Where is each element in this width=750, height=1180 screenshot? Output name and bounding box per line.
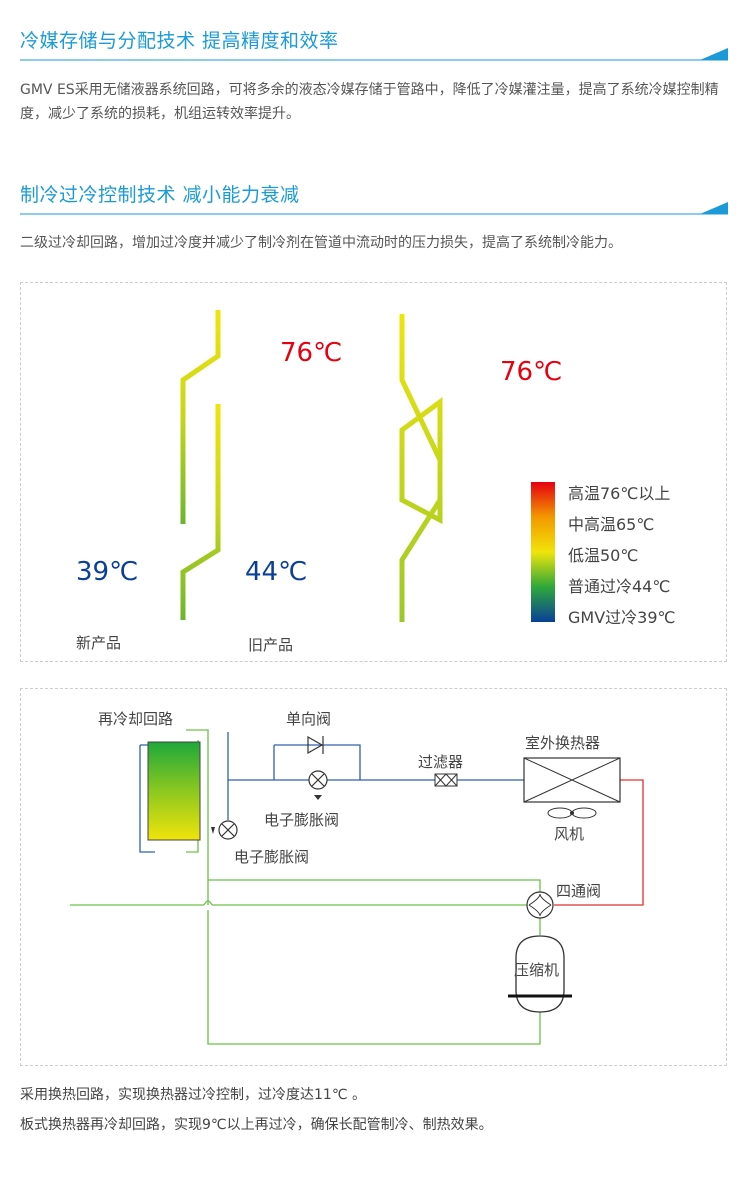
four-way-valve-icon: [526, 891, 554, 919]
circuit-diagram-box: [20, 688, 727, 1066]
electronic-expansion-valve-icon: [308, 770, 328, 800]
footer-line-2: 板式换热器再冷却回路，实现9℃以上再过冷，确保长配管制冷、制热效果。: [20, 1117, 493, 1133]
legend-item: 低温50℃: [568, 546, 639, 565]
outdoor-hx-label: 室外换热器: [525, 734, 601, 752]
check-valve-label: 单向阀: [286, 710, 332, 728]
new-product-temp-low: 39℃: [76, 557, 139, 587]
fan-label: 风机: [554, 825, 585, 843]
section2-divider: [20, 202, 728, 215]
section2-title: 制冷过冷控制技术 减小能力衰减: [20, 184, 300, 206]
legend-item: GMV过冷39℃: [568, 608, 676, 627]
new-product-label: 新产品: [76, 634, 122, 652]
legend-item: 高温76℃以上: [568, 484, 671, 503]
fan-icon: [547, 807, 597, 819]
filter-label: 过滤器: [418, 753, 464, 771]
eev1-label: 电子膨胀阀: [264, 811, 340, 829]
filter-icon: [434, 773, 458, 787]
legend-item: 普通过冷44℃: [568, 577, 671, 596]
legend-item: 中高温65℃: [568, 515, 655, 534]
refrigerant-circuit: [70, 729, 644, 1045]
plate-heat-exchanger: [147, 741, 201, 841]
temperature-pipes: [76, 307, 555, 625]
section1-title: 冷媒存储与分配技术 提高精度和效率: [20, 30, 339, 52]
section2-text: 二级过冷却回路，增加过冷度并减少了制冷剂在管道中流动时的压力损失，提高了系统制冷…: [20, 235, 622, 251]
compressor-label: 压缩机: [514, 961, 560, 979]
outdoor-heat-exchanger-icon: [523, 757, 621, 803]
temperature-diagram-box: [20, 282, 727, 662]
electronic-expansion-valve-icon: [211, 820, 238, 840]
eev2-label: 电子膨胀阀: [234, 848, 310, 866]
new-product-temp-mid: 44℃: [245, 557, 308, 587]
old-product-temp-high: 76℃: [500, 357, 563, 387]
subcool-loop-label: 再冷却回路: [98, 710, 174, 728]
new-product-temp-high: 76℃: [280, 338, 343, 368]
section1-divider: [20, 48, 728, 61]
compressor-icon: [508, 935, 572, 1013]
temperature-legend-bar: [531, 482, 555, 622]
section1-text: GMV ES采用无储液器系统回路，可将多余的液态冷媒存储于管路中，降低了冷媒灌注…: [20, 82, 719, 122]
footer-line-1: 采用换热回路，实现换热器过冷控制，过冷度达11℃ 。: [20, 1087, 366, 1103]
check-valve-icon: [307, 735, 324, 755]
four-way-valve-label: 四通阀: [556, 882, 602, 900]
old-product-label: 旧产品: [248, 636, 294, 654]
